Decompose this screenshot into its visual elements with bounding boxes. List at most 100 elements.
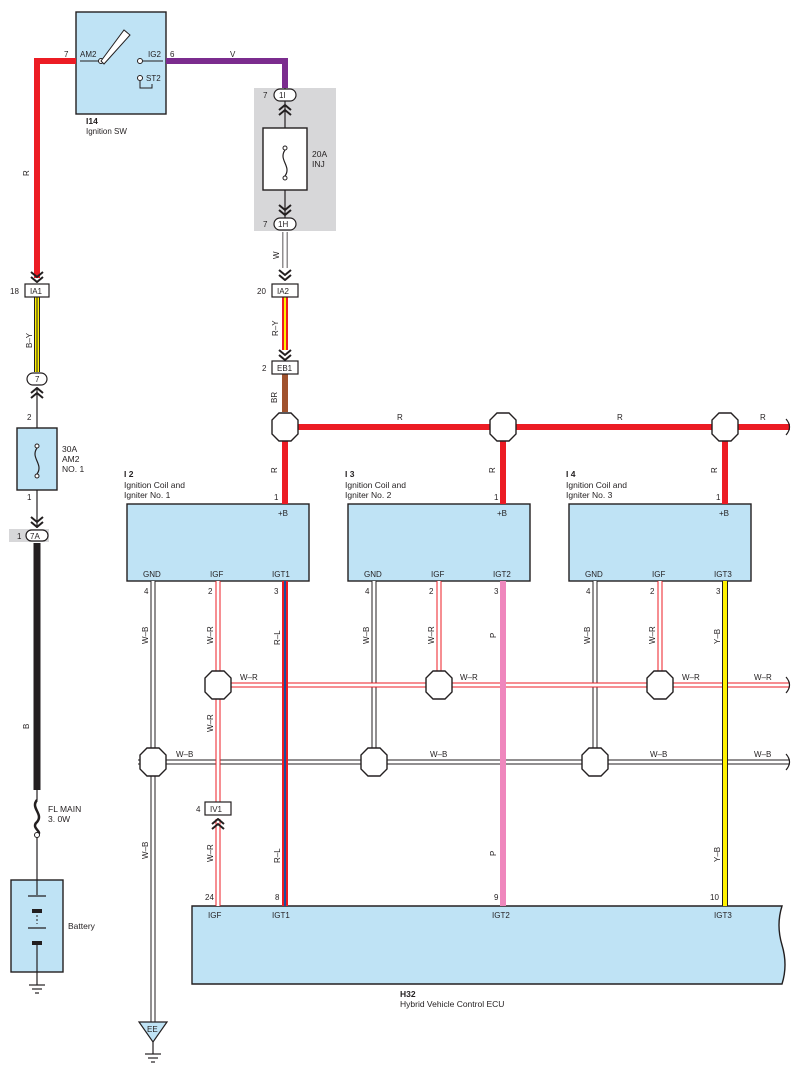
wire-label-wb-h4: W–B bbox=[754, 750, 771, 759]
ia2-pin: 20 bbox=[257, 287, 266, 296]
coil2-igf-pin: 2 bbox=[429, 587, 434, 596]
c7a-pin: 1 bbox=[17, 532, 22, 541]
am2-fuse-box bbox=[16, 427, 58, 491]
coil1-pin-b: 1 bbox=[274, 493, 279, 502]
ecu-pin-igt1-label: IGT1 bbox=[272, 911, 290, 920]
am2-name2: NO. 1 bbox=[62, 464, 84, 474]
wire-label-r1: R bbox=[22, 170, 31, 176]
ecu-pin-igt1-num: 8 bbox=[275, 893, 280, 902]
coil3-igt: IGT3 bbox=[714, 570, 732, 579]
am2-pin-bottom: 1 bbox=[27, 493, 32, 502]
ig-name: Ignition SW bbox=[86, 127, 127, 136]
ia1-pin: 18 bbox=[10, 287, 19, 296]
wire-label-yb1: Y–B bbox=[713, 629, 722, 644]
wire-label-r-bus1: R bbox=[397, 413, 403, 422]
inj-top-pin: 7 bbox=[263, 91, 268, 100]
coil2-gnd: GND bbox=[364, 570, 382, 579]
wire-r-am2 bbox=[34, 58, 76, 278]
wire-label-wb2: W–B bbox=[362, 627, 371, 644]
fl-main-line2: 3. 0W bbox=[48, 814, 70, 824]
am2-rating: 30A bbox=[62, 444, 77, 454]
coil2-box bbox=[347, 503, 531, 582]
coil3-code: I 4 bbox=[566, 469, 576, 479]
coil1-code: I 2 bbox=[124, 469, 134, 479]
coil1-box bbox=[126, 503, 310, 582]
inj-bottom-pin: 7 bbox=[263, 220, 268, 229]
ground-label: EE bbox=[147, 1025, 158, 1034]
coil2-line1: Ignition Coil and bbox=[345, 480, 406, 490]
coil1-gnd-pin: 4 bbox=[144, 587, 149, 596]
wire-label-wb1: W–B bbox=[141, 627, 150, 644]
coil1-line2: Igniter No. 1 bbox=[124, 490, 171, 500]
ig-am2-label: AM2 bbox=[80, 50, 97, 59]
coil3-gnd: GND bbox=[585, 570, 603, 579]
ground-ee bbox=[137, 1021, 169, 1063]
wire-v-ig2 bbox=[166, 58, 288, 88]
wire-label-r4: R bbox=[710, 467, 719, 473]
wire-label-wr-h1: W–R bbox=[240, 673, 258, 682]
inj-top-conn: 1I bbox=[279, 91, 286, 100]
coil3-igf-pin: 2 bbox=[650, 587, 655, 596]
iv1-id: IV1 bbox=[210, 805, 223, 814]
ecu-code: H32 bbox=[400, 989, 416, 999]
wire-label-wb-h1: W–B bbox=[176, 750, 193, 759]
coil2-pin-b: 1 bbox=[494, 493, 499, 502]
connector-7 bbox=[26, 372, 48, 386]
wire-label-wr-h4: W–R bbox=[754, 673, 772, 682]
eb1-id: EB1 bbox=[277, 364, 293, 373]
coil1-igf-pin: 2 bbox=[208, 587, 213, 596]
junctions bbox=[139, 412, 739, 777]
connector-eb1 bbox=[271, 360, 299, 375]
wire-label-p-lower: P bbox=[489, 851, 498, 856]
ecu-name: Hybrid Vehicle Control ECU bbox=[400, 999, 504, 1009]
fl-main-link bbox=[33, 790, 41, 838]
ecu-pin-igt2-label: IGT2 bbox=[492, 911, 510, 920]
ignition-switch-contacts bbox=[80, 29, 163, 89]
coil1-igt-pin: 3 bbox=[274, 587, 279, 596]
wire-label-rl1: R–L bbox=[273, 630, 282, 645]
coil1-gnd: GND bbox=[143, 570, 161, 579]
wire-label-v: V bbox=[230, 50, 236, 59]
coil2-igf: IGF bbox=[431, 570, 444, 579]
coil3-label-b: +B bbox=[719, 509, 729, 518]
battery-label: Battery bbox=[68, 921, 96, 931]
wire-label-wb-h3: W–B bbox=[650, 750, 667, 759]
wire-label-wb-lower: W–B bbox=[141, 842, 150, 859]
coil2-igt: IGT2 bbox=[493, 570, 511, 579]
inj-bottom-conn: 1H bbox=[278, 220, 288, 229]
coil2-label-b: +B bbox=[497, 509, 507, 518]
wire-label-r3: R bbox=[488, 467, 497, 473]
coil2-line2: Igniter No. 2 bbox=[345, 490, 392, 500]
battery-symbol bbox=[28, 880, 46, 994]
ig-ig2-pin: 6 bbox=[170, 50, 175, 59]
inj-fuse-box bbox=[262, 127, 308, 191]
wire-label-rl-lower: R–L bbox=[273, 848, 282, 863]
c7a-id: 7A bbox=[30, 532, 40, 541]
wire-label-wr-h2: W–R bbox=[460, 673, 478, 682]
coil3-line2: Igniter No. 3 bbox=[566, 490, 613, 500]
ecu-pin-igt3-label: IGT3 bbox=[714, 911, 732, 920]
wire-label-p1: P bbox=[489, 633, 498, 638]
wire-label-b: B bbox=[22, 724, 31, 729]
coil2-gnd-pin: 4 bbox=[365, 587, 370, 596]
coil1-label-b: +B bbox=[278, 509, 288, 518]
wire-label-wr-v: W–R bbox=[206, 714, 215, 732]
wire-label-by: B–Y bbox=[25, 332, 34, 348]
wire-label-r-bus3: R bbox=[760, 413, 766, 422]
coil1-igt: IGT1 bbox=[272, 570, 290, 579]
wire-label-wr1: W–R bbox=[206, 626, 215, 644]
wire-label-wr2: W–R bbox=[427, 626, 436, 644]
coil3-igt-pin: 3 bbox=[716, 587, 721, 596]
inj-name: INJ bbox=[312, 159, 325, 169]
ig-code: I14 bbox=[86, 116, 98, 126]
ignition-switch-box bbox=[75, 11, 167, 115]
fl-main-line1: FL MAIN bbox=[48, 804, 81, 814]
wire-label-wr-h3: W–R bbox=[682, 673, 700, 682]
connector-1i bbox=[273, 88, 297, 102]
coil3-pin-b: 1 bbox=[716, 493, 721, 502]
connector-1h bbox=[273, 217, 297, 231]
wire-label-wb3: W–B bbox=[583, 627, 592, 644]
c7-id: 7 bbox=[35, 375, 40, 384]
iv1-pin: 4 bbox=[196, 805, 201, 814]
